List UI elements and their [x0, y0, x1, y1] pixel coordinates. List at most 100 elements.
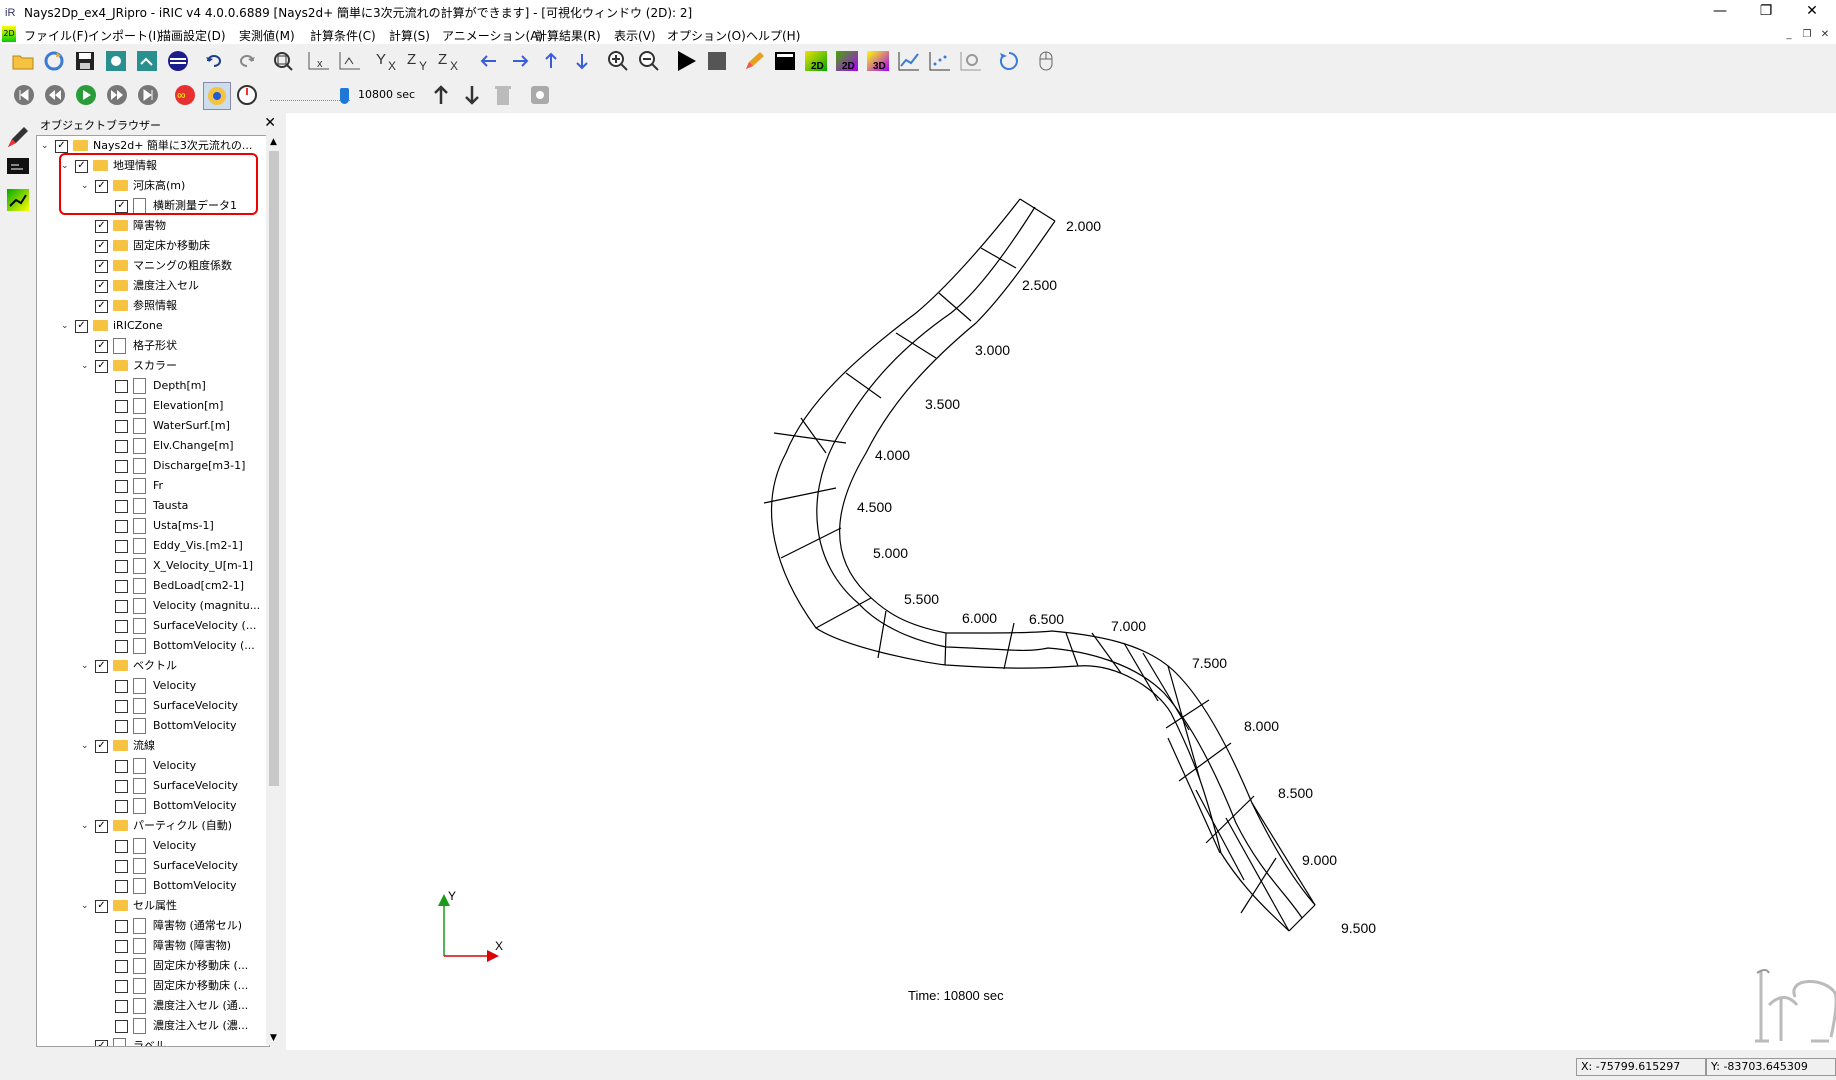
- redo-icon[interactable]: [233, 48, 259, 74]
- last-frame-icon[interactable]: [135, 82, 161, 108]
- tree-checkbox[interactable]: [115, 600, 128, 613]
- move-up-icon[interactable]: [538, 48, 564, 74]
- tree-item[interactable]: ⌄✓パーティクル (自動): [37, 816, 267, 836]
- zoom-out-icon[interactable]: [636, 48, 662, 74]
- tree-item[interactable]: Eddy_Vis.[m2-1]: [37, 536, 267, 556]
- tree-item[interactable]: ⌄✓河床高(m): [37, 176, 267, 196]
- tree-item[interactable]: ✓マニングの粗度係数: [37, 256, 267, 276]
- tree-item[interactable]: ⌄✓地理情報: [37, 156, 267, 176]
- tree-item[interactable]: ✓障害物: [37, 216, 267, 236]
- mdi-restore-button[interactable]: ❐: [1802, 29, 1812, 40]
- tree-checkbox[interactable]: [115, 460, 128, 473]
- expand-arrow-icon[interactable]: ⌄: [61, 161, 69, 171]
- copy-snapshot-icon[interactable]: [134, 48, 160, 74]
- tree-checkbox[interactable]: [115, 1000, 128, 1013]
- follow-icon[interactable]: [203, 82, 231, 110]
- tree-checkbox[interactable]: [115, 800, 128, 813]
- tree-item[interactable]: BottomVelocity: [37, 796, 267, 816]
- tree-item[interactable]: ✓格子形状: [37, 336, 267, 356]
- tree-item[interactable]: Velocity (magnitu...: [37, 596, 267, 616]
- time-slider-handle[interactable]: [340, 88, 349, 104]
- tree-checkbox[interactable]: ✓: [95, 260, 108, 273]
- tree-item[interactable]: SurfaceVelocity: [37, 856, 267, 876]
- mdi-close-button[interactable]: ✕: [1820, 29, 1830, 40]
- tree-item[interactable]: 濃度注入セル (濃...: [37, 1016, 267, 1036]
- tree-checkbox[interactable]: ✓: [115, 200, 128, 213]
- pencil-icon[interactable]: [741, 48, 767, 74]
- tree-item[interactable]: ✓横断測量データ1: [37, 196, 267, 216]
- tree-checkbox[interactable]: [115, 760, 128, 773]
- tree-item[interactable]: Discharge[m3-1]: [37, 456, 267, 476]
- tree-checkbox[interactable]: [115, 780, 128, 793]
- expand-arrow-icon[interactable]: ⌄: [61, 321, 69, 331]
- menu-calculation[interactable]: 計算(S): [389, 29, 430, 43]
- xaxis-icon[interactable]: x: [306, 48, 332, 74]
- tree-checkbox[interactable]: [115, 840, 128, 853]
- tree-item[interactable]: Elevation[m]: [37, 396, 267, 416]
- tree-checkbox[interactable]: [115, 920, 128, 933]
- post2d-icon[interactable]: 2D: [803, 48, 829, 74]
- time-slider[interactable]: [270, 86, 350, 106]
- tree-checkbox[interactable]: [115, 860, 128, 873]
- run-icon[interactable]: [673, 48, 699, 74]
- tree-checkbox[interactable]: [115, 680, 128, 693]
- post2d-bird-icon[interactable]: 2D: [834, 48, 860, 74]
- first-frame-icon[interactable]: [11, 82, 37, 108]
- tree-checkbox[interactable]: [115, 520, 128, 533]
- expand-arrow-icon[interactable]: ⌄: [81, 181, 89, 191]
- tree-item[interactable]: Fr: [37, 476, 267, 496]
- tree-item[interactable]: SurfaceVelocity: [37, 696, 267, 716]
- tree-checkbox[interactable]: ✓: [95, 360, 108, 373]
- tree-checkbox[interactable]: ✓: [75, 160, 88, 173]
- timer-icon[interactable]: [234, 82, 260, 108]
- tree-item[interactable]: ⌄✓流線: [37, 736, 267, 756]
- tree-checkbox[interactable]: [115, 560, 128, 573]
- tree-checkbox[interactable]: ✓: [55, 140, 68, 153]
- tree-checkbox[interactable]: [115, 720, 128, 733]
- undo-icon[interactable]: [202, 48, 228, 74]
- stop-icon[interactable]: [704, 48, 730, 74]
- tree-item[interactable]: WaterSurf.[m]: [37, 416, 267, 436]
- close-button[interactable]: ✕: [1806, 3, 1818, 19]
- tree-item[interactable]: 濃度注入セル (通...: [37, 996, 267, 1016]
- tree-item[interactable]: Velocity: [37, 836, 267, 856]
- loop-icon[interactable]: ∞: [172, 82, 198, 108]
- zoom-in-icon[interactable]: [605, 48, 631, 74]
- menu-draw-settings[interactable]: 描画設定(D): [159, 29, 226, 43]
- tree-checkbox[interactable]: ✓: [95, 180, 108, 193]
- tree-item[interactable]: SurfaceVelocity (...: [37, 616, 267, 636]
- tree-checkbox[interactable]: ✓: [95, 900, 108, 913]
- tree-checkbox[interactable]: [115, 1020, 128, 1033]
- arrow-down-icon[interactable]: [459, 82, 485, 108]
- tree-item[interactable]: Tausta: [37, 496, 267, 516]
- snapshot-icon[interactable]: [103, 48, 129, 74]
- move-left-icon[interactable]: [476, 48, 502, 74]
- tree-item[interactable]: Velocity: [37, 676, 267, 696]
- post3d-icon[interactable]: 3D: [865, 48, 891, 74]
- google-earth-icon[interactable]: [165, 48, 191, 74]
- reload-icon[interactable]: [41, 48, 67, 74]
- tree-item[interactable]: ⌄✓iRICZone: [37, 316, 267, 336]
- arrow-up-icon[interactable]: [428, 82, 454, 108]
- open-folder-icon[interactable]: [10, 48, 36, 74]
- tree-item[interactable]: ⌄✓セル属性: [37, 896, 267, 916]
- expand-arrow-icon[interactable]: ⌄: [81, 901, 89, 911]
- tree-item[interactable]: BottomVelocity (...: [37, 636, 267, 656]
- tree-checkbox[interactable]: ✓: [95, 740, 108, 753]
- scatter-graph-icon[interactable]: [927, 48, 953, 74]
- expand-arrow-icon[interactable]: ⌄: [81, 361, 89, 371]
- mdi-minimize-button[interactable]: _: [1786, 29, 1792, 40]
- tree-checkbox[interactable]: [115, 420, 128, 433]
- tree-item[interactable]: ⌄✓ベクトル: [37, 656, 267, 676]
- tree-item[interactable]: Depth[m]: [37, 376, 267, 396]
- tree-checkbox[interactable]: [115, 440, 128, 453]
- tree-checkbox[interactable]: [115, 540, 128, 553]
- tree-scrollbar[interactable]: ▲ ▼: [266, 135, 282, 1045]
- scroll-down-icon[interactable]: ▼: [270, 1033, 277, 1043]
- xaxis-reset-icon[interactable]: [337, 48, 363, 74]
- object-browser-close-button[interactable]: ✕: [264, 115, 276, 131]
- restore-button[interactable]: ❐: [1759, 3, 1773, 19]
- refresh-icon[interactable]: [996, 48, 1022, 74]
- tree-checkbox[interactable]: [115, 480, 128, 493]
